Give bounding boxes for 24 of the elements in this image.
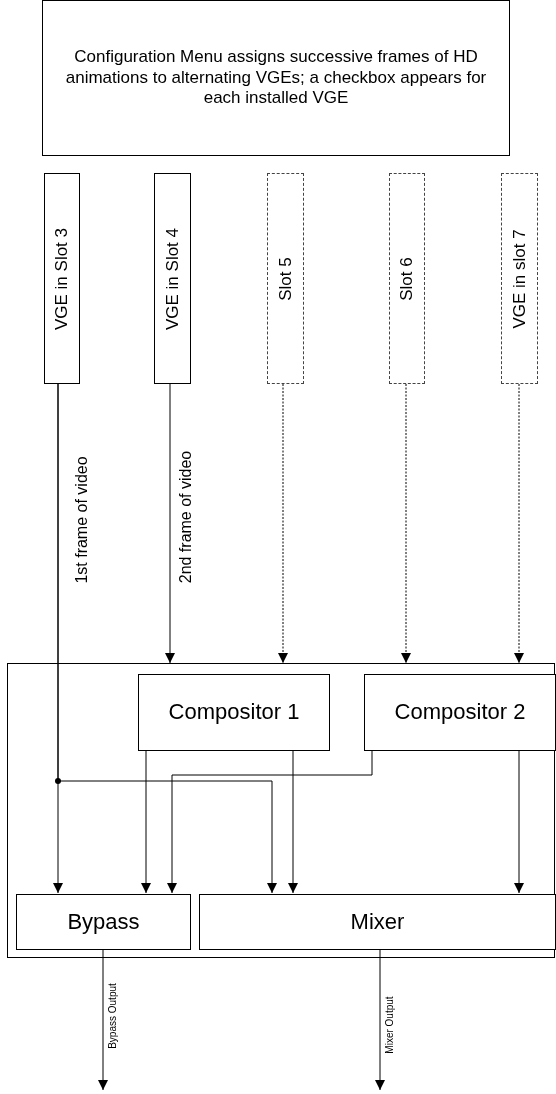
arrow — [57, 383, 277, 894]
slot-box: Slot 5 — [267, 173, 304, 384]
slot-box: VGE in Slot 4 — [154, 173, 191, 384]
arrow — [514, 749, 524, 894]
arrow — [278, 383, 288, 664]
process-box: Compositor 1 — [138, 674, 330, 751]
note-box: Configuration Menu assigns successive frames of HD animations to alternating VGEs; a checkbox appears for each installed VGE — [42, 0, 510, 156]
arrow — [514, 383, 524, 664]
edge-label: Bypass Output — [106, 982, 118, 1050]
arrow — [401, 383, 411, 664]
group-box — [7, 663, 555, 958]
arrow — [98, 948, 108, 1091]
arrow — [141, 749, 151, 894]
arrow — [288, 749, 298, 894]
slot-box: VGE in Slot 3 — [44, 173, 80, 384]
process-box: Bypass — [16, 894, 191, 950]
arrow — [165, 383, 175, 664]
process-box: Mixer — [199, 894, 556, 950]
arrow — [167, 749, 373, 894]
arrow — [375, 948, 385, 1091]
slot-box: Slot 6 — [389, 173, 425, 384]
edge-label: Mixer Output — [383, 995, 395, 1055]
process-box: Compositor 2 — [364, 674, 556, 751]
slot-box: VGE in slot 7 — [501, 173, 538, 384]
